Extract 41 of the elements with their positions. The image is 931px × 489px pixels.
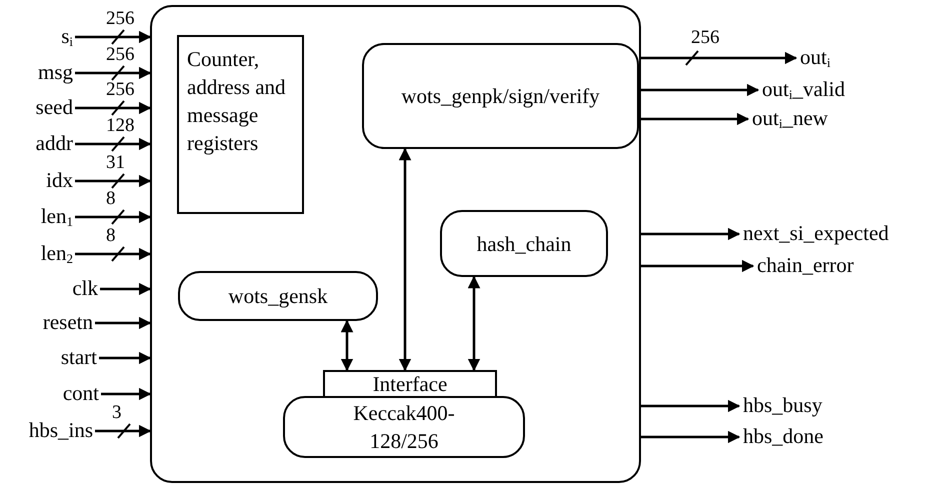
block-label: wots_genpk/sign/verify bbox=[401, 83, 600, 110]
module-box bbox=[362, 43, 639, 149]
block-label: hash_chain bbox=[476, 230, 572, 258]
bus-width-label: 256 bbox=[106, 9, 134, 28]
interface-box bbox=[323, 370, 497, 398]
signal-label: start bbox=[60, 345, 97, 369]
block-label: wots_gensk bbox=[228, 283, 328, 310]
block-label: Counter, address and message registers bbox=[187, 46, 287, 157]
bus-width-label: 8 bbox=[106, 189, 116, 208]
bus-width-label: 31 bbox=[106, 153, 125, 172]
signal-label: len$_{2}$ bbox=[40, 241, 73, 265]
signal-label: hbs_ins bbox=[28, 418, 93, 442]
signal-label: resetn bbox=[42, 310, 93, 334]
signal-label: out$_{i}$_valid bbox=[762, 77, 845, 101]
module-box bbox=[150, 5, 641, 483]
signal-label: clk bbox=[72, 276, 98, 300]
signal-label: chain_error bbox=[757, 253, 854, 277]
module-box bbox=[283, 396, 525, 458]
signal-label: hbs_done bbox=[743, 424, 824, 448]
signal-label: next_si_expected bbox=[743, 221, 889, 245]
bus-width-label: 8 bbox=[106, 226, 116, 245]
signal-label: cont bbox=[62, 381, 99, 405]
bus-width-label: 256 bbox=[106, 80, 134, 99]
signal-label: seed bbox=[36, 95, 73, 119]
block-label: Interface bbox=[372, 371, 448, 398]
block-label: Keccak400-128/256 bbox=[352, 400, 456, 455]
signal-label: out$_{i}$_new bbox=[752, 106, 828, 130]
register-box bbox=[177, 35, 304, 214]
bus-width-label: 128 bbox=[106, 116, 134, 135]
signal-label: msg bbox=[38, 60, 73, 84]
bus-width-label: 256 bbox=[691, 28, 720, 47]
bus-width-label: 256 bbox=[106, 45, 134, 64]
signal-label: s$_{i}$ bbox=[61, 24, 73, 48]
signal-label: out$_{i}$ bbox=[800, 45, 830, 69]
bus-width-label: 3 bbox=[112, 403, 122, 422]
signal-label: addr bbox=[36, 131, 73, 155]
module-box bbox=[178, 271, 378, 321]
signal-label: idx bbox=[46, 168, 73, 192]
module-box bbox=[440, 210, 608, 277]
signal-label: hbs_busy bbox=[743, 393, 822, 417]
signal-label: len$_{1}$ bbox=[40, 204, 73, 228]
